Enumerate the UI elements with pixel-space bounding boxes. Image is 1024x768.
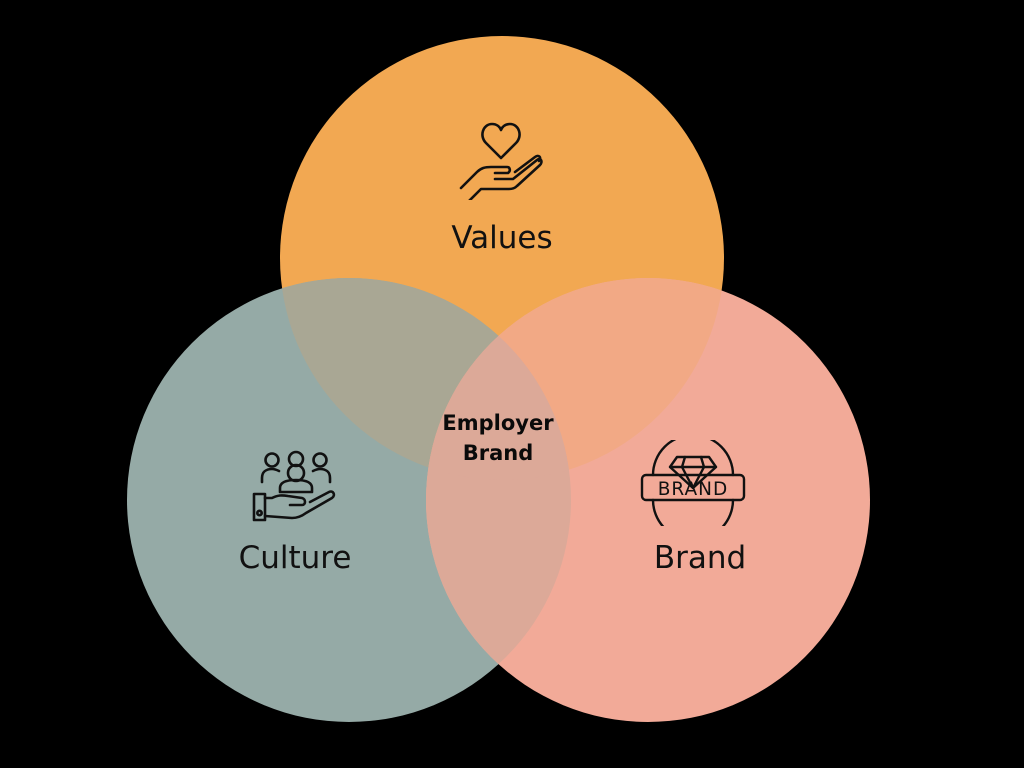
- overlap-all: [426, 278, 571, 480]
- heart-in-hand-icon: [459, 122, 543, 200]
- brand-badge-diamond-icon: BRAND: [640, 440, 746, 526]
- employer-brand-label: Employer Brand: [398, 408, 598, 468]
- brand-badge-text: BRAND: [658, 479, 729, 500]
- people-in-hand-icon: [252, 450, 336, 522]
- center-label-line1: Employer: [442, 411, 554, 435]
- brand-label: Brand: [653, 540, 747, 576]
- culture-label: Culture: [238, 540, 352, 576]
- center-label-line2: Brand: [462, 441, 534, 465]
- values-label: Values: [451, 220, 553, 256]
